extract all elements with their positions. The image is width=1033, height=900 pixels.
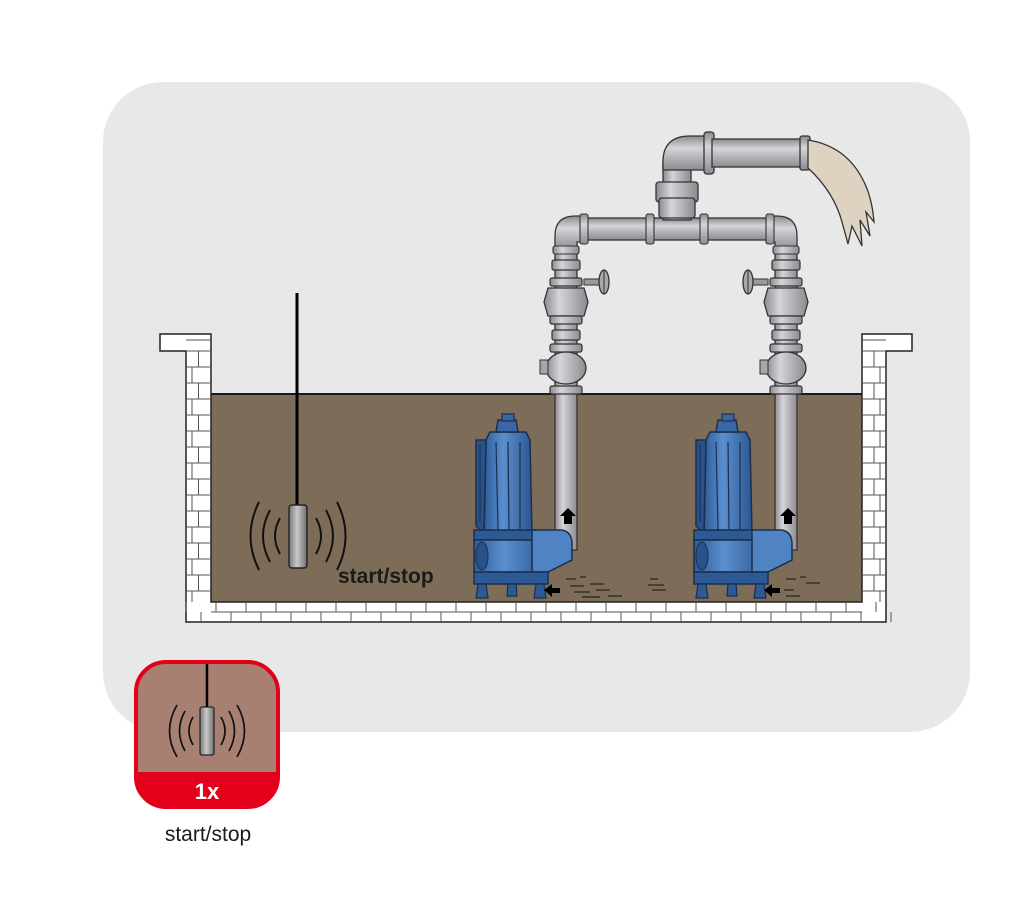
sensor-label: start/stop [338, 565, 434, 588]
signal-waves-icon [249, 501, 347, 571]
legend-badge: 1x [134, 660, 280, 809]
discharge-piping [539, 131, 875, 551]
float-switch-icon [199, 664, 215, 756]
float-switch-icon [288, 293, 308, 569]
water-turbulence [566, 576, 820, 598]
legend-caption: start/stop [165, 823, 251, 846]
legend-count: 1x [195, 779, 220, 804]
outflow-stream [807, 139, 875, 247]
signal-waves-icon [168, 704, 246, 758]
flow-arrow-icon [544, 508, 796, 597]
